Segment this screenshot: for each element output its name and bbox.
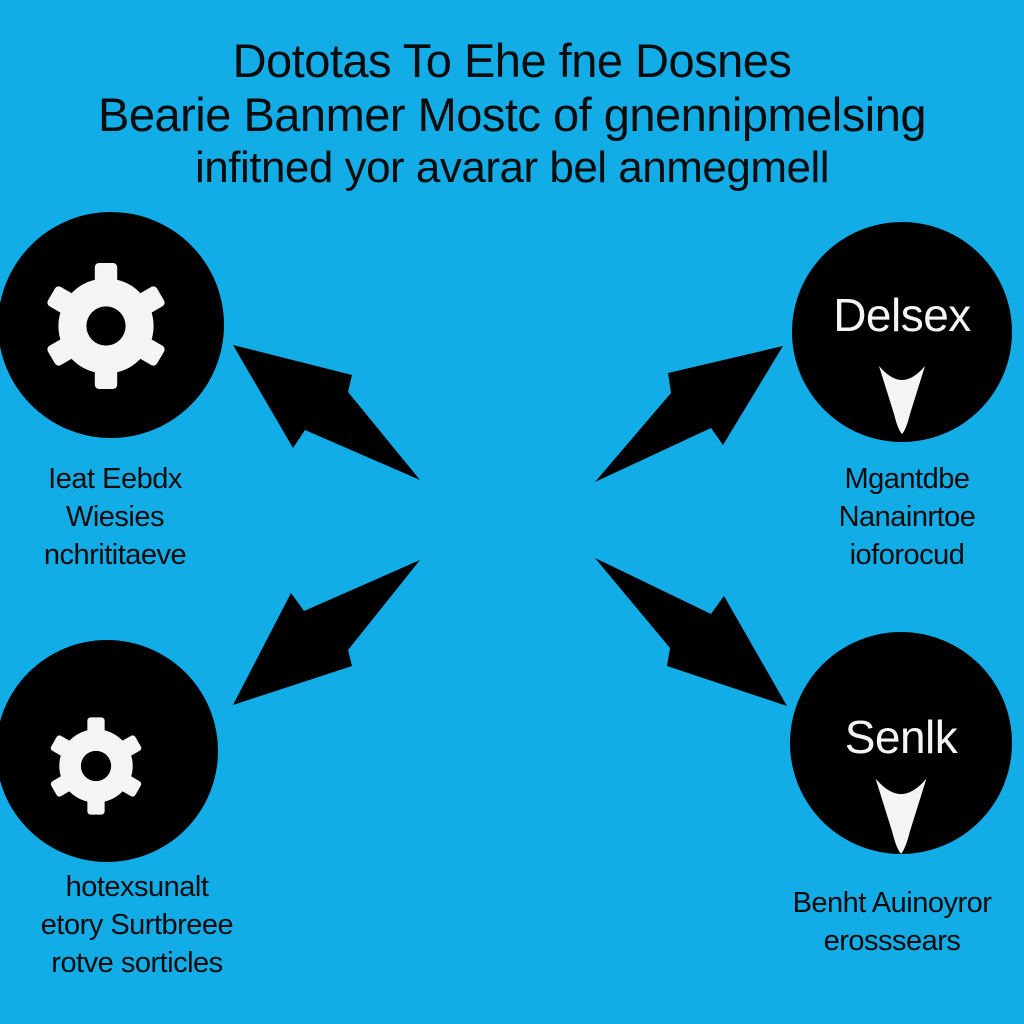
arrow-to-bottom-right — [595, 558, 787, 706]
chevron-down-icon — [875, 778, 927, 854]
node-bottom-left — [0, 640, 218, 862]
arrow-to-top-left — [233, 345, 420, 480]
caption-line: Mgantdbe — [844, 463, 971, 495]
arrow-to-bottom-left — [233, 560, 420, 705]
caption-line: etory Surtbreee — [40, 909, 234, 941]
caption-line: rotve sorticles — [51, 947, 223, 979]
caption-line: hotexsunalt — [65, 871, 209, 903]
caption-bottom-left: hotexsunalt etory Surtbreee rotve sortic… — [0, 868, 274, 982]
node-label-bottom-right: Senlk — [844, 711, 958, 763]
gear-icon — [50, 717, 142, 815]
title-line-3: infitned yor avarar bel anmegmell — [194, 143, 830, 192]
arrow-to-top-right — [595, 346, 783, 482]
title-line-1: Dototas To Ehe fne Dosnes — [232, 34, 792, 87]
caption-line: Ieat Eebdx — [48, 463, 182, 495]
gear-icon — [47, 263, 165, 389]
node-bottom-right: Senlk — [790, 632, 1012, 854]
caption-line: ioforocud — [849, 539, 965, 571]
caption-line: Nanainrtoe — [838, 501, 976, 533]
node-top-right: Delsex — [792, 222, 1012, 442]
caption-top-left: Ieat Eebdx Wiesies nchrititaeve — [0, 460, 230, 574]
caption-line: erosssears — [823, 925, 961, 957]
caption-line: nchrititaeve — [43, 539, 187, 571]
caption-line: Wiesies — [65, 501, 165, 533]
title-line-2: Bearie Banmer Mostc of gnennipmelsing — [98, 88, 926, 141]
caption-bottom-right: Benht Auinoyror erosssears — [760, 884, 1024, 960]
chevron-down-icon — [879, 366, 925, 434]
caption-line: Benht Auinoyror — [792, 887, 992, 919]
node-label-top-right: Delsex — [833, 289, 971, 341]
diagram-title: Dototas To Ehe fne Dosnes Bearie Banmer … — [0, 34, 1024, 194]
node-top-left — [0, 212, 224, 438]
caption-top-right: Mgantdbe Nanainrtoe ioforocud — [790, 460, 1024, 574]
